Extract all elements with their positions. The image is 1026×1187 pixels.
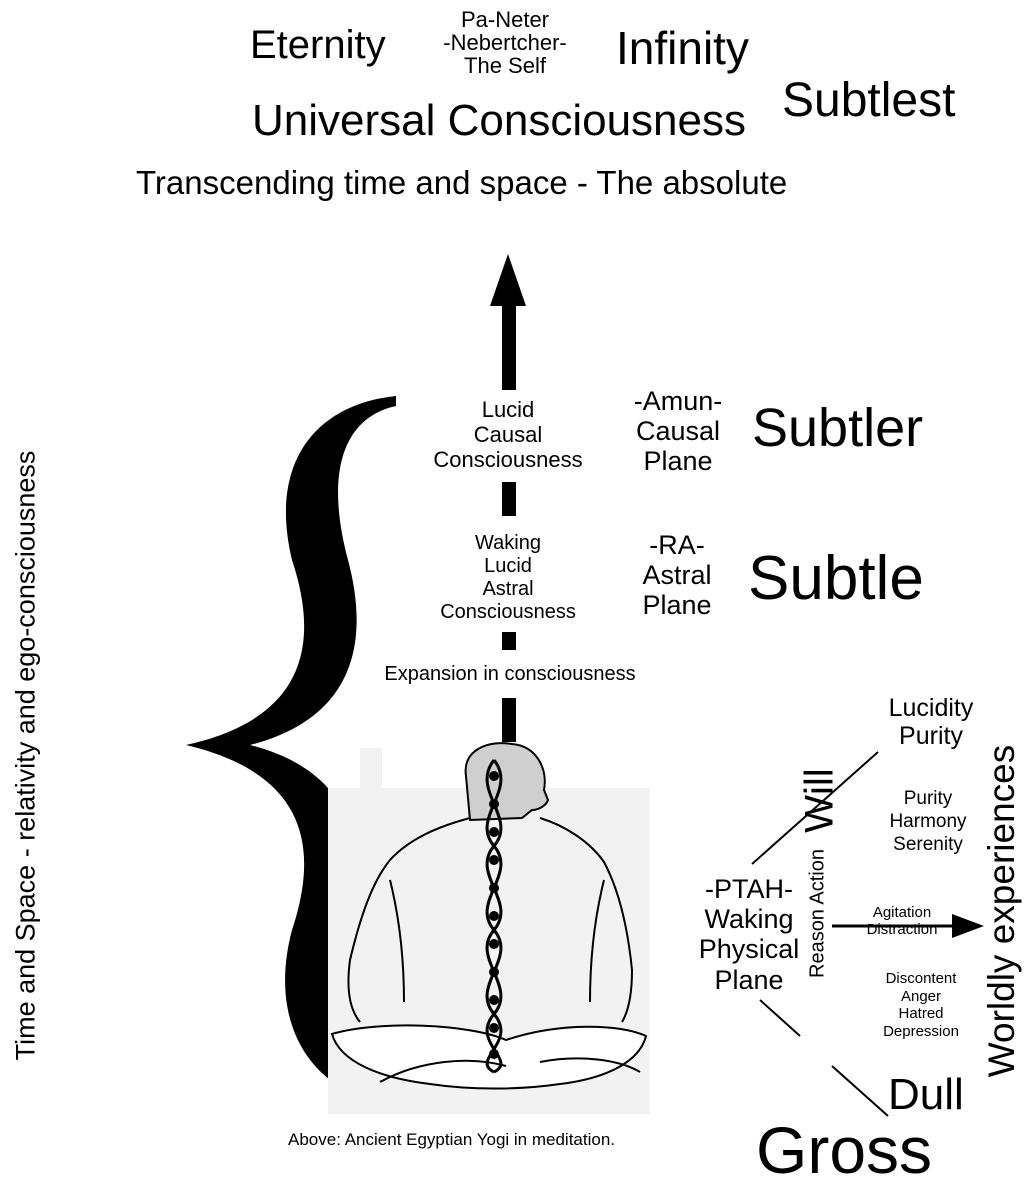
expansion-arrow	[490, 254, 526, 390]
time-space-label: Time and Space - relativity and ego-cons…	[11, 416, 42, 1096]
discontent-label: Discontent Anger Hatred Depression	[866, 970, 976, 1041]
subtle-label: Subtle	[748, 546, 924, 611]
ra-plane-label: -RA- Astral Plane	[612, 530, 742, 621]
reason-action-label: Reason Action	[807, 834, 830, 994]
lucidity-purity-label: Lucidity Purity	[866, 694, 996, 750]
purity-harmony-label: Purity Harmony Serenity	[872, 788, 984, 856]
expansion-label: Expansion in consciousness	[360, 664, 660, 685]
will-label: Will	[798, 761, 843, 841]
dull-label: Dull	[888, 1072, 964, 1118]
amun-plane-label: -Amun- Causal Plane	[610, 386, 746, 477]
worldly-experiences-label: Worldly experiences	[981, 731, 1023, 1091]
subtler-label: Subtler	[752, 400, 923, 457]
ptah-plane-label: -PTAH- Waking Physical Plane	[684, 874, 814, 995]
waking-astral-label: Waking Lucid Astral Consciousness	[418, 532, 598, 624]
yogi-figure	[328, 743, 650, 1114]
gross-label: Gross	[756, 1116, 932, 1185]
yogi-caption: Above: Ancient Egyptian Yogi in meditati…	[288, 1131, 615, 1149]
lucid-causal-label: Lucid Causal Consciousness	[418, 398, 598, 473]
agitation-label: Agitation Distraction	[850, 904, 954, 939]
